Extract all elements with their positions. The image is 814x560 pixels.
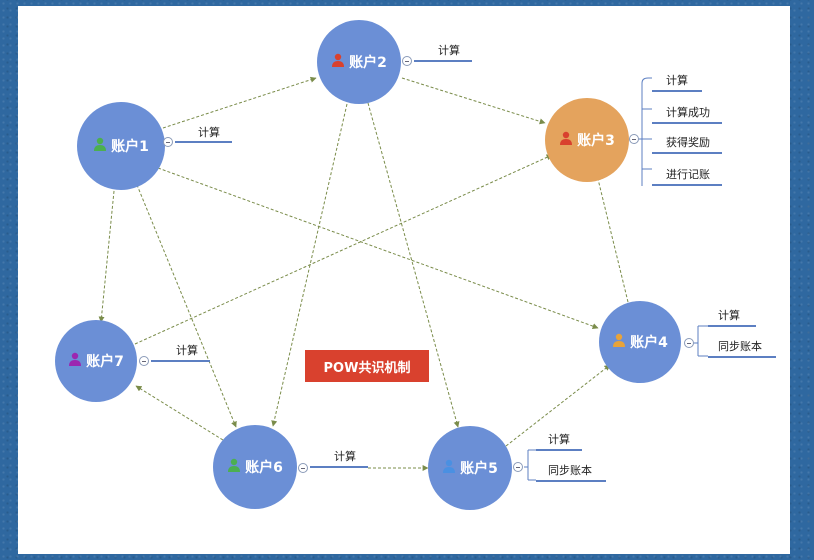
branch-label-a4-0: 计算: [718, 309, 740, 322]
branch-line: [652, 90, 702, 92]
person-icon: [227, 458, 241, 476]
diagram-title: POW共识机制: [305, 350, 429, 382]
branch-label-a1-0: 计算: [198, 126, 220, 139]
node-account-1[interactable]: 账户1: [77, 102, 165, 190]
edge-a4-a3: [595, 174, 629, 303]
branch-label-a5-1: 同步账本: [548, 464, 592, 477]
node-label: 账户6: [245, 460, 283, 476]
node-account-4[interactable]: 账户4: [599, 301, 681, 383]
collapse-minus-icon[interactable]: [163, 137, 173, 147]
node-account-6[interactable]: 账户6: [213, 425, 297, 509]
edge-a2-a3: [401, 77, 546, 125]
collapse-minus-icon[interactable]: [629, 134, 639, 144]
collapse-minus-icon[interactable]: [402, 56, 412, 66]
diagram-canvas: 账户1 账户2 账户3 账户4 账户5 账户6 账户7: [18, 6, 790, 554]
person-icon: [331, 53, 345, 71]
node-label: 账户7: [86, 354, 124, 370]
branch-label-a6-0: 计算: [334, 450, 356, 463]
branch-label-a3-2: 获得奖励: [666, 136, 710, 149]
edge-a2-a5: [367, 102, 460, 428]
person-icon: [93, 137, 107, 155]
branch-line: [708, 356, 776, 358]
node-account-5[interactable]: 账户5: [428, 426, 512, 510]
branch-connector-a3: [636, 77, 652, 186]
collapse-minus-icon[interactable]: [684, 338, 694, 348]
connections-layer: [98, 76, 708, 481]
branch-line: [708, 325, 756, 327]
branch-label-a3-3: 进行记账: [666, 168, 710, 181]
person-icon: [68, 352, 82, 370]
edge-a1-a7: [98, 180, 116, 323]
branch-line: [151, 360, 210, 362]
person-icon: [612, 333, 626, 351]
collapse-minus-icon[interactable]: [513, 462, 523, 472]
branch-label-a4-1: 同步账本: [718, 340, 762, 353]
branch-line: [414, 60, 472, 62]
edge-a1-a6: [134, 179, 237, 428]
edge-a7-a3: [134, 154, 553, 345]
edge-a5-a4: [505, 364, 611, 447]
edge-a1-a4: [157, 167, 599, 329]
node-label: 账户5: [460, 461, 498, 477]
node-account-2[interactable]: 账户2: [317, 20, 401, 104]
branch-line: [652, 152, 722, 154]
branch-label-a3-1: 计算成功: [666, 106, 710, 119]
node-account-7[interactable]: 账户7: [55, 320, 137, 402]
collapse-minus-icon[interactable]: [139, 356, 149, 366]
branch-line: [536, 449, 582, 451]
branch-label-a7-0: 计算: [176, 344, 198, 357]
branch-label-a3-0: 计算: [666, 74, 688, 87]
edge-a1-a2: [162, 76, 317, 129]
node-label: 账户4: [630, 335, 668, 351]
edge-a6-a7: [135, 385, 224, 441]
branch-line: [652, 122, 722, 124]
node-label: 账户3: [577, 133, 615, 149]
collapse-minus-icon[interactable]: [298, 463, 308, 473]
node-label: 账户1: [111, 139, 149, 155]
branch-connector-a4: [693, 325, 708, 357]
node-label: 账户2: [349, 55, 387, 71]
branch-connector-a5: [524, 449, 536, 481]
branch-line: [175, 141, 232, 143]
branch-line: [310, 466, 368, 468]
node-account-3[interactable]: 账户3: [545, 98, 629, 182]
branch-label-a5-0: 计算: [548, 433, 570, 446]
branch-label-a2-0: 计算: [438, 44, 460, 57]
branch-line: [652, 184, 722, 186]
person-icon: [442, 459, 456, 477]
person-icon: [559, 131, 573, 149]
branch-line: [536, 480, 606, 482]
